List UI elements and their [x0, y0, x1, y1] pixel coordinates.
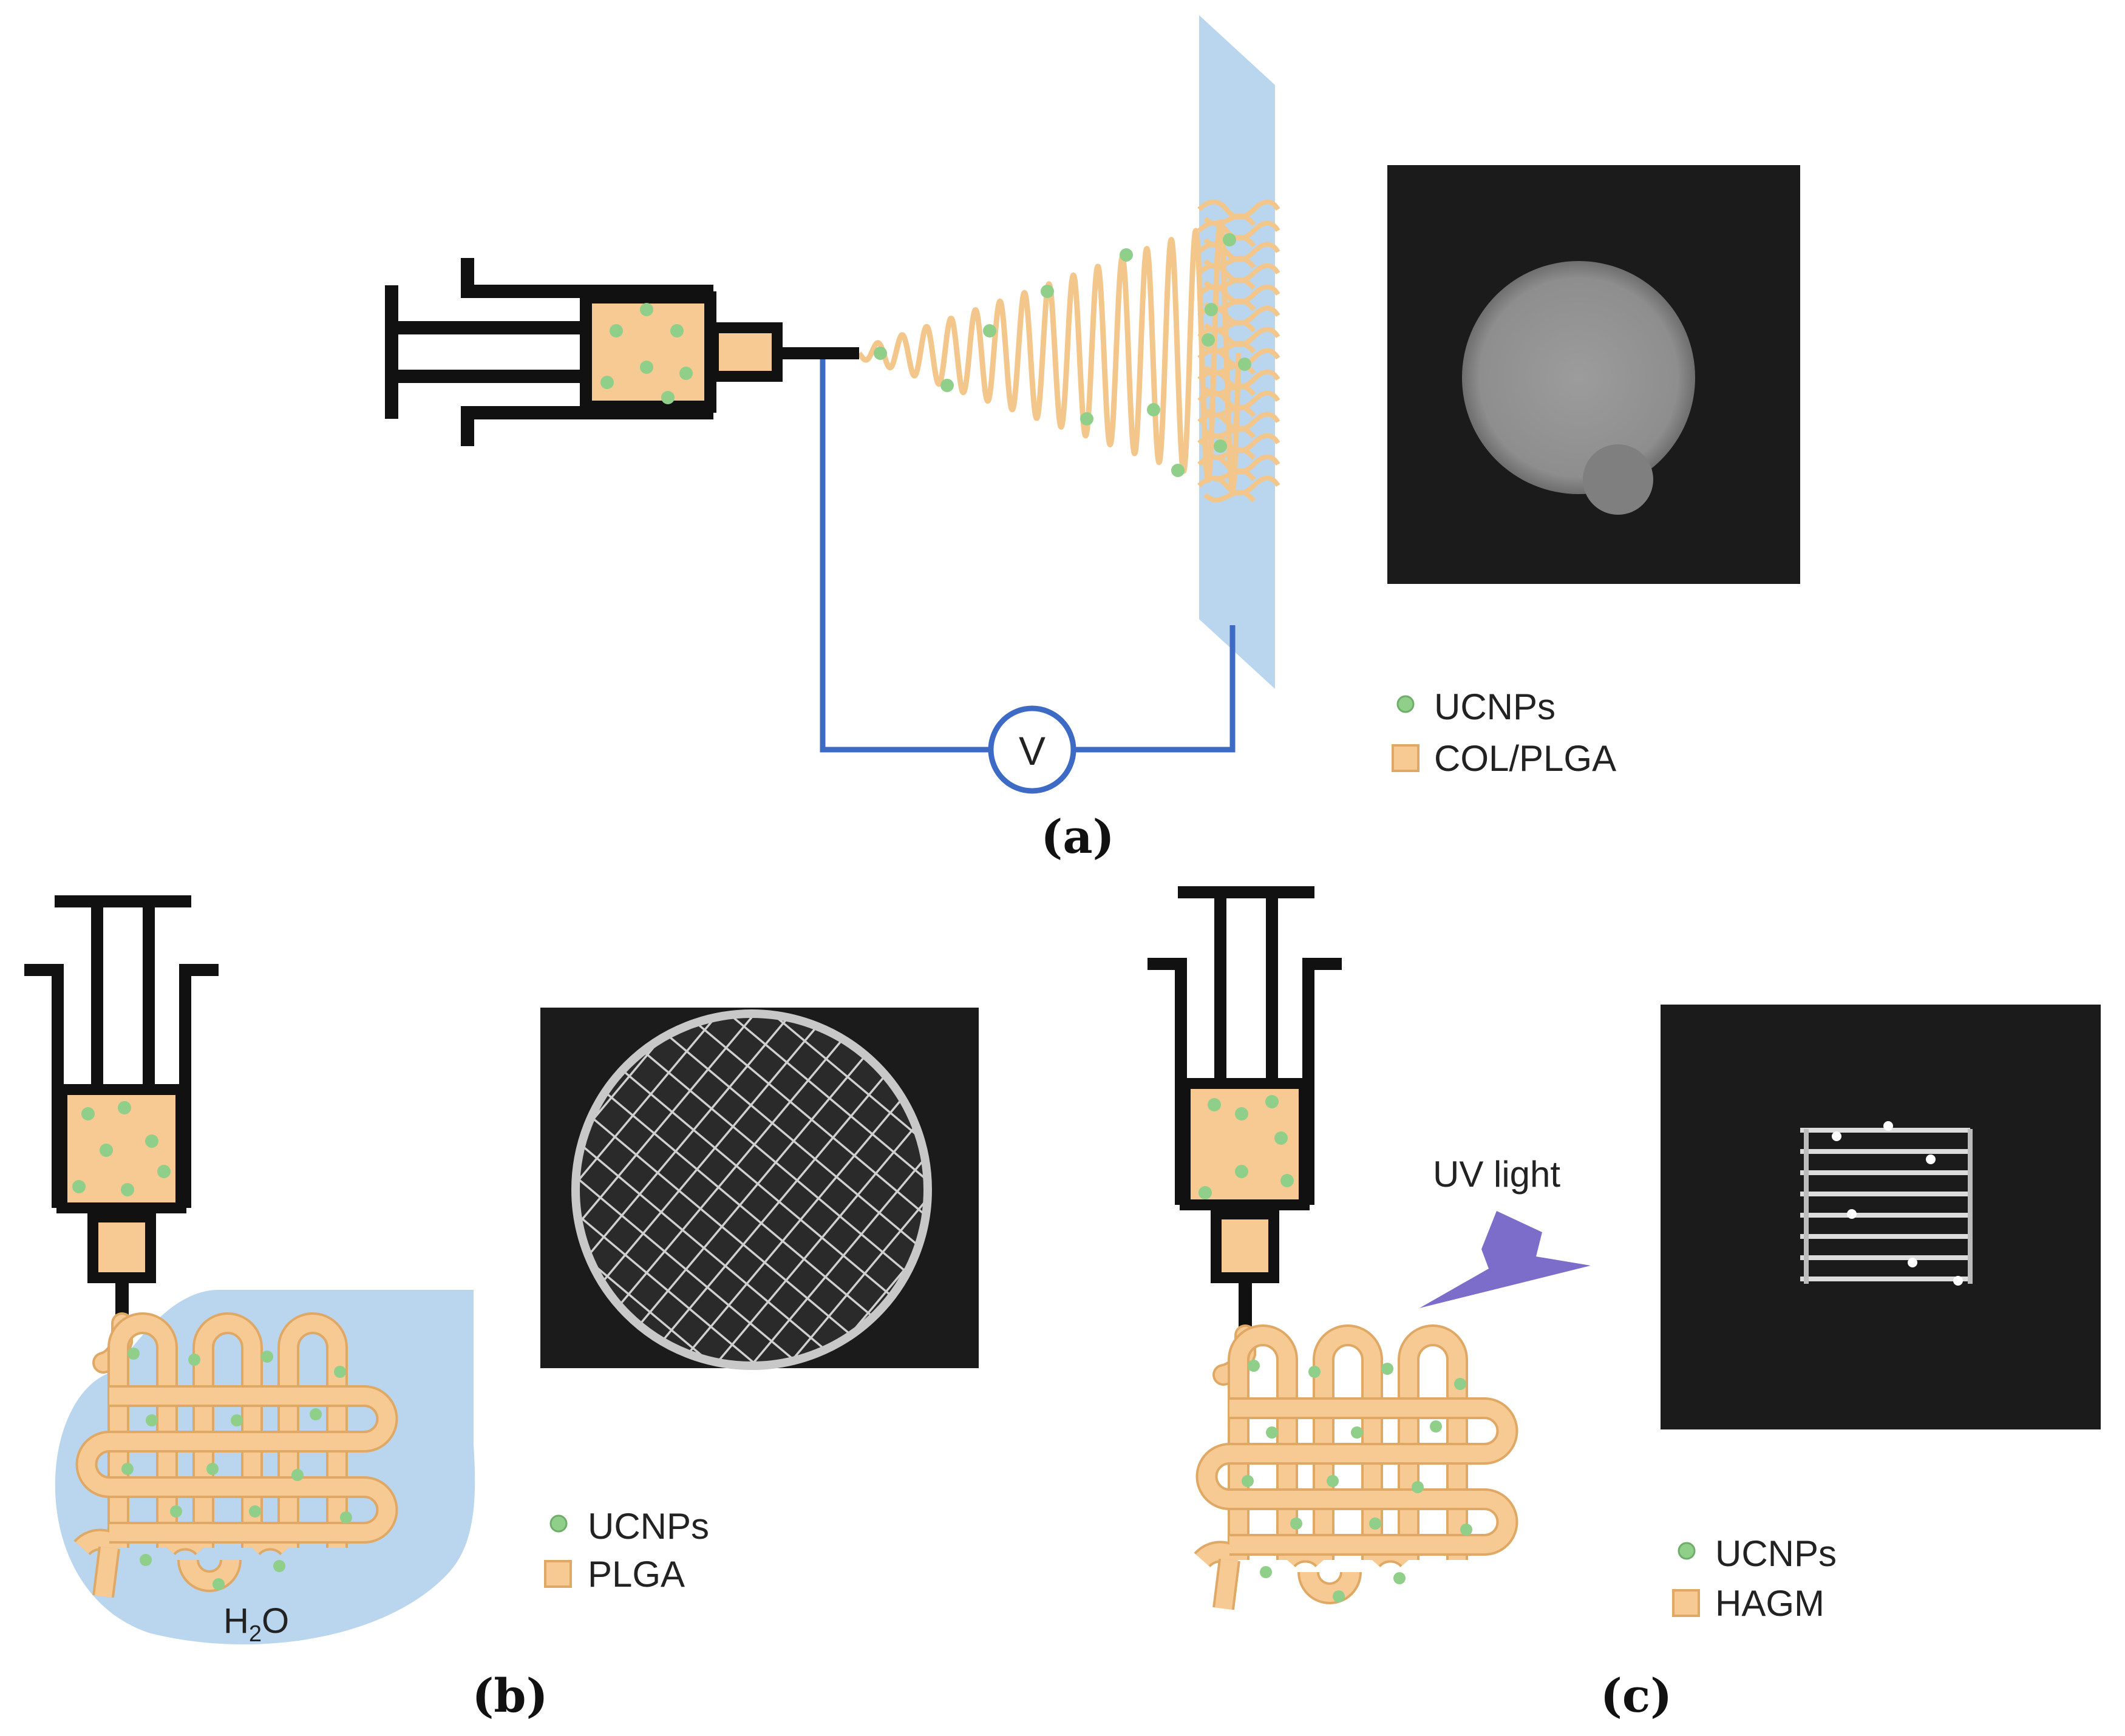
- water-label: H2O: [223, 1601, 289, 1647]
- legend-a-particle-label: UCNPs: [1434, 687, 1555, 727]
- fiber-jet: [857, 219, 1242, 492]
- legend-a: UCNPs COL/PLGA: [1392, 687, 1616, 779]
- legend-b-material-label: PLGA: [588, 1554, 685, 1595]
- fiber-particles: [874, 233, 1251, 477]
- legend-a-particle-swatch: [1396, 695, 1415, 713]
- syringe-tip: [708, 322, 783, 382]
- syringe-b-tip: [87, 1212, 156, 1283]
- syringe-b-flange-right: [179, 964, 219, 1208]
- micrograph-b: [540, 1008, 979, 1370]
- syringe-c-flange-right: [1302, 958, 1342, 1205]
- printed-scaffold-c: [1194, 1324, 1518, 1610]
- syringe-needle: [780, 347, 859, 359]
- legend-a-material-label: COL/PLGA: [1434, 738, 1616, 779]
- micrograph-a: [1387, 165, 1800, 584]
- micrograph-a-disc: [1462, 261, 1695, 494]
- legend-c: UCNPs HAGM: [1672, 1533, 1837, 1624]
- micrograph-b-mesh: [576, 1014, 928, 1366]
- panel-a-label: (a): [1041, 810, 1114, 864]
- voltage-source: [988, 705, 1076, 794]
- panel-b: H2O UCNPs PLGA (b): [24, 895, 979, 1723]
- micrograph-a-disc-bump: [1583, 444, 1653, 515]
- barrel-flange-bottom: [461, 406, 713, 446]
- printed-scaffold-b: [73, 1312, 398, 1598]
- legend-c-material-label: HAGM: [1715, 1583, 1824, 1624]
- legend-b-particle-swatch: [549, 1514, 568, 1533]
- legend-a-material-swatch: [1392, 744, 1420, 772]
- syringe-b-particles: [72, 1101, 171, 1196]
- panel-c: UV light UCNPs HAGM (c): [1148, 886, 2101, 1723]
- legend-b-material-swatch: [544, 1560, 572, 1588]
- syringe-b-flange-left: [24, 964, 64, 1208]
- legend-c-particle-swatch: [1678, 1542, 1696, 1560]
- syringe-c-tip: [1211, 1209, 1279, 1283]
- collector-plate: [1199, 15, 1275, 689]
- reservoir-particles: [600, 303, 693, 404]
- syringe-c-particles: [1198, 1095, 1294, 1199]
- legend-b: UCNPs PLGA: [544, 1506, 709, 1595]
- panel-a: V UCNPs: [385, 15, 1800, 864]
- legend-b-particle-label: UCNPs: [588, 1506, 709, 1547]
- micrograph-c-lines: [1800, 1121, 1973, 1286]
- uv-light-label: UV light: [1433, 1154, 1560, 1195]
- panel-b-label: (b): [472, 1669, 548, 1723]
- micrograph-b-rim: [571, 1009, 932, 1370]
- legend-c-particle-label: UCNPs: [1715, 1533, 1837, 1574]
- syringe-c-flange-left: [1148, 958, 1187, 1205]
- circuit-wire: [820, 354, 1236, 753]
- uv-light-bolt-icon: [1420, 1211, 1591, 1308]
- panel-c-label: (c): [1600, 1669, 1672, 1723]
- micrograph-c: [1661, 1005, 2101, 1429]
- voltage-symbol: V: [1019, 728, 1046, 773]
- legend-c-material-swatch: [1672, 1589, 1700, 1617]
- barrel-flange-top: [461, 258, 713, 298]
